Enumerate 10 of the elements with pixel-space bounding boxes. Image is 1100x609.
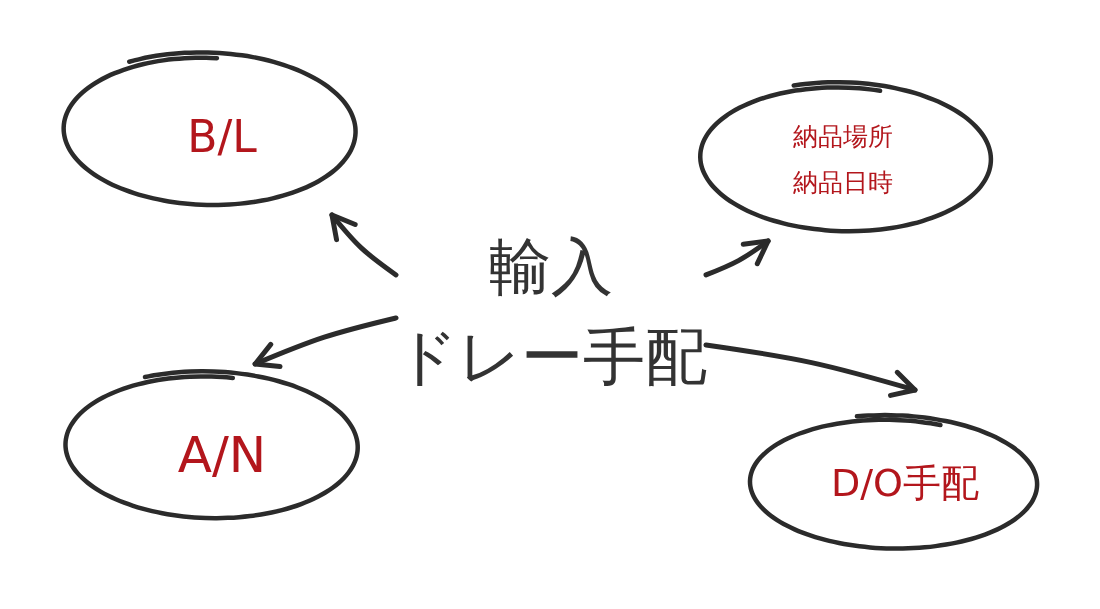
node-label: A/N bbox=[177, 426, 267, 484]
node-label: D/O手配 bbox=[831, 460, 979, 506]
node-label: 納品場所 bbox=[793, 121, 893, 153]
arrow bbox=[703, 238, 771, 278]
node-label: B/L bbox=[187, 111, 257, 163]
arrow bbox=[252, 315, 399, 370]
center-label: 輸入ドレー手配 bbox=[396, 222, 706, 402]
node-label: 納品日時 bbox=[793, 167, 893, 199]
arrow bbox=[703, 342, 918, 398]
arrow bbox=[329, 212, 399, 278]
